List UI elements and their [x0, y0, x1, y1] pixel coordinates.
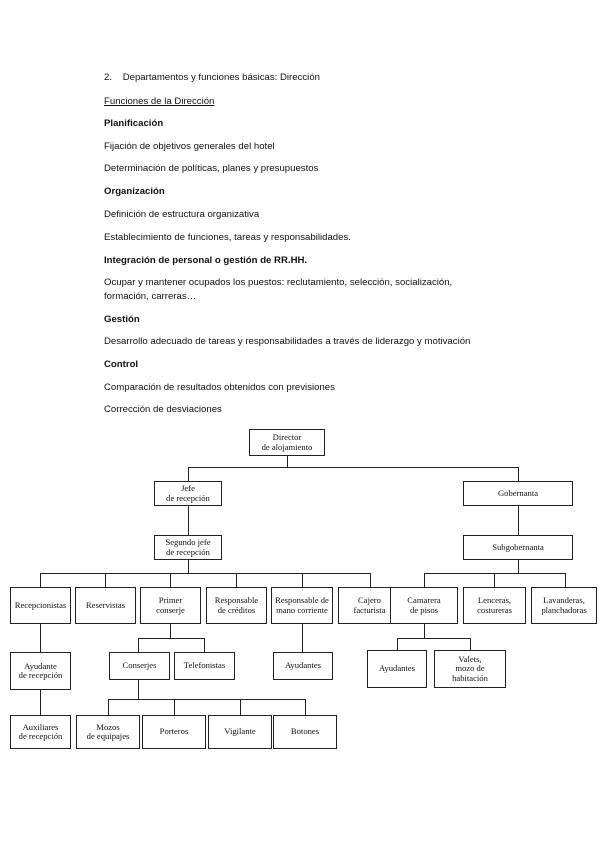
- org-box-botones: Botones: [273, 715, 337, 749]
- org-box-director: Director de alojamiento: [249, 429, 325, 456]
- org-box-gobernanta: Gobernanta: [463, 481, 573, 506]
- org-box-vigilante: Vigilante: [208, 715, 272, 749]
- function-item: Definición de estructura organizativa: [104, 209, 260, 220]
- function-item: Corrección de desviaciones: [104, 404, 222, 415]
- function-heading-organizacion: Organización: [104, 186, 165, 197]
- function-item: Desarrollo adecuado de tareas y responsa…: [104, 336, 471, 347]
- function-heading-planificacion: Planificación: [104, 118, 164, 129]
- org-box-recepcionistas: Recepcionistas: [10, 587, 71, 624]
- org-box-telefonistas: Telefonistas: [174, 652, 235, 680]
- function-item: Ocupar y mantener ocupados los puestos: …: [104, 277, 453, 288]
- org-box-lavanderas: Lavanderas, planchadoras: [531, 587, 597, 624]
- org-box-camarera: Camarera de pisos: [390, 587, 458, 624]
- function-item: Establecimiento de funciones, tareas y r…: [104, 232, 351, 243]
- org-box-conserjes: Conserjes: [109, 652, 170, 680]
- org-box-ayudante-recepcion: Ayudante de recepción: [10, 652, 71, 690]
- org-box-valets: Valets, mozo de habitación: [434, 650, 506, 688]
- org-box-responsable-creditos: Responsable de créditos: [206, 587, 267, 624]
- org-box-primer-conserje: Primer conserje: [140, 587, 201, 624]
- org-box-ayudantes-mano: Ayudantes: [273, 652, 333, 680]
- org-box-reservistas: Reservistas: [75, 587, 136, 624]
- section-number: 2.: [104, 72, 113, 83]
- org-box-auxiliares: Auxiliares de recepción: [10, 715, 71, 749]
- section-heading: 2. Departamentos y funciones básicas: Di…: [104, 72, 320, 84]
- org-box-subgobernanta: Subgobernanta: [463, 535, 573, 560]
- org-box-responsable-mano: Responsable de mano corriente: [271, 587, 333, 624]
- function-item: Comparación de resultados obtenidos con …: [104, 382, 335, 393]
- function-heading-gestion: Gestión: [104, 314, 140, 325]
- function-heading-integracion: Integración de personal o gestión de RR.…: [104, 255, 308, 266]
- function-item: Determinación de políticas, planes y pre…: [104, 163, 319, 174]
- org-box-lenceras: Lenceras, costureras: [463, 587, 526, 624]
- org-box-porteros: Porteros: [142, 715, 206, 749]
- section-subtitle: Funciones de la Dirección: [104, 96, 215, 107]
- function-item: formación, carreras…: [104, 291, 197, 302]
- function-heading-control: Control: [104, 359, 139, 370]
- org-box-ayudantes-pisos: Ayudantes: [367, 650, 427, 688]
- org-box-segundo-jefe: Segundo jefe de recepción: [154, 535, 222, 560]
- org-box-jefe-recepcion: Jefe de recepción: [154, 481, 222, 506]
- org-box-mozos: Mozos de equipajes: [76, 715, 140, 749]
- section-title: Departamentos y funciones básicas: Direc…: [122, 72, 320, 83]
- function-item: Fijación de objetivos generales del hote…: [104, 141, 275, 152]
